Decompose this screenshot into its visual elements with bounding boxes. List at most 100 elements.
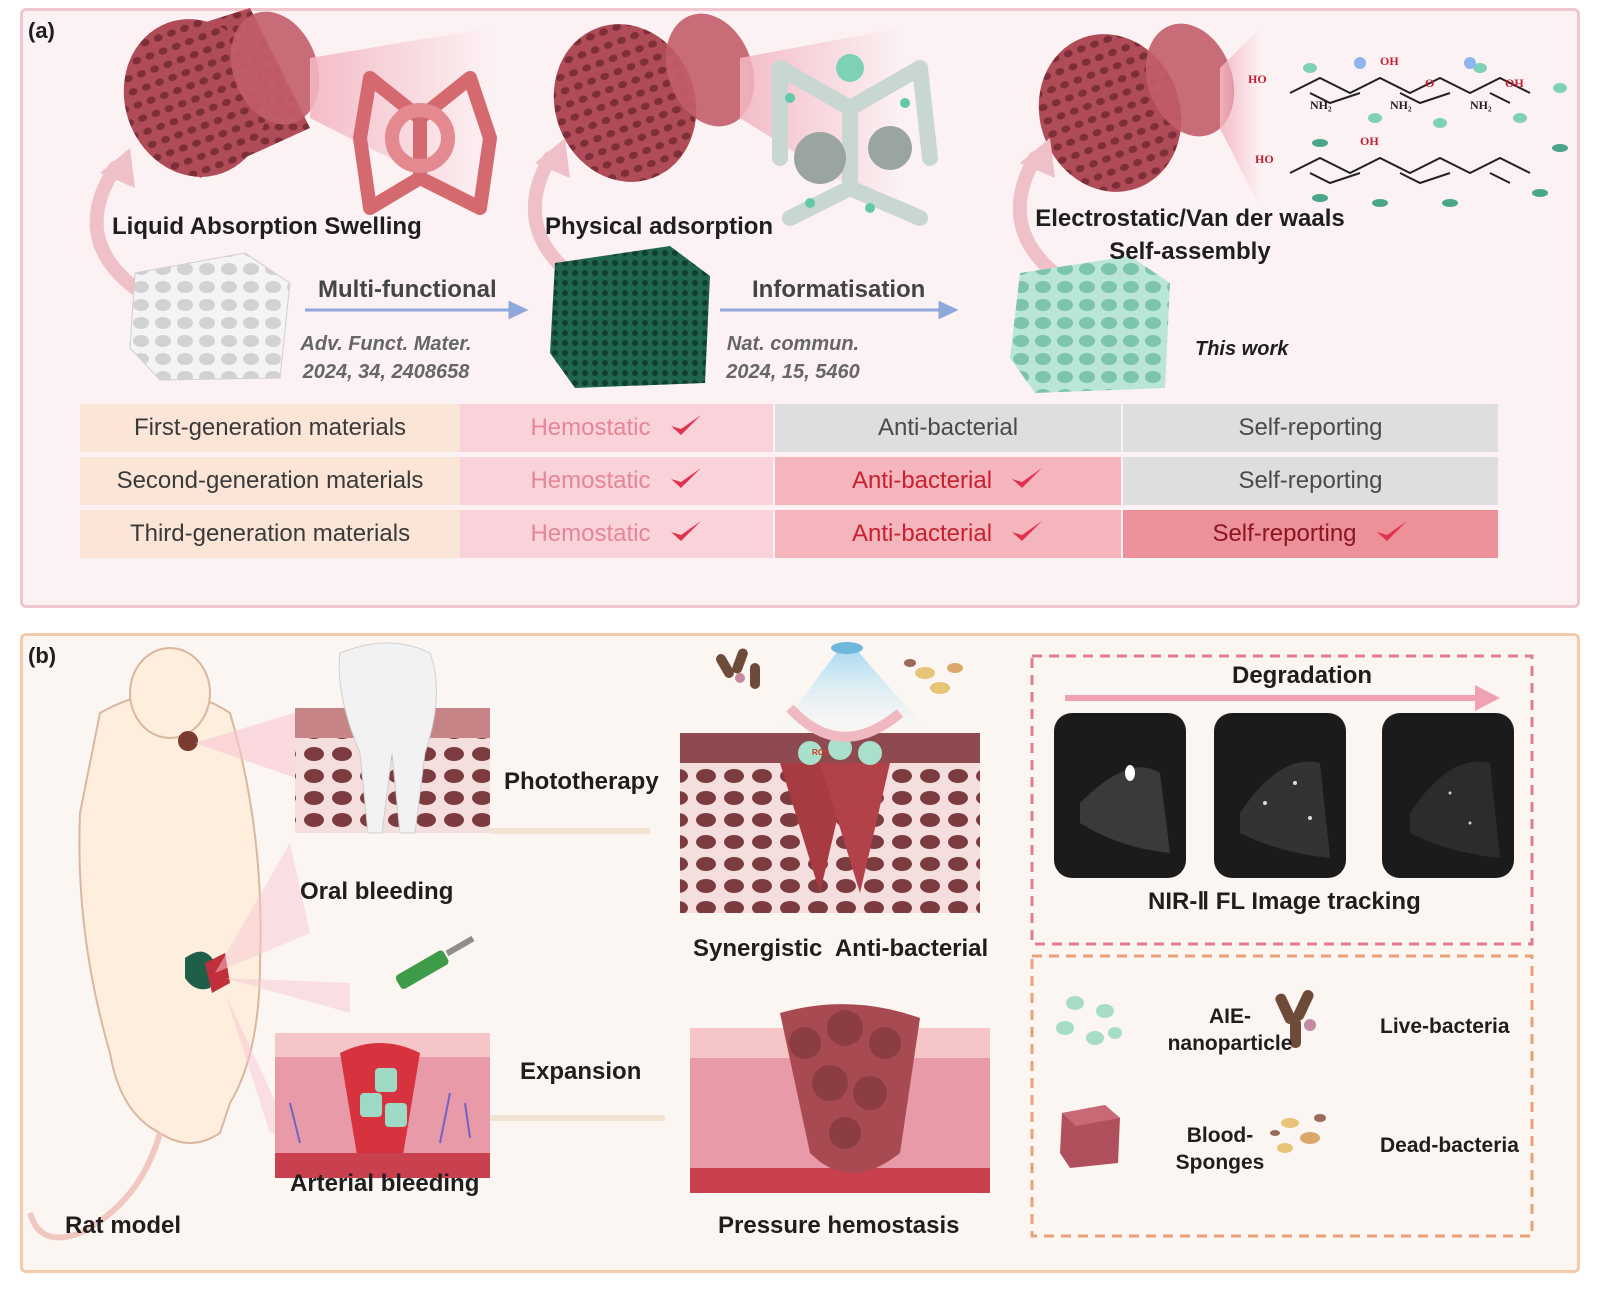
table-cell-text: Anti-bacterial (877, 414, 1019, 441)
legend-blood-sponges: Blood- Sponges (1150, 1122, 1290, 1176)
mechanism-liquid-absorption: Liquid Absorption Swelling (112, 213, 422, 240)
table-cell: Hemostatic (460, 404, 773, 452)
bacteria-kill-arrow (786, 704, 904, 742)
chem-label-oh-c: OH (1360, 134, 1379, 148)
arterial-bleeding-label: Arterial bleeding (290, 1170, 480, 1197)
checkmark-icon (669, 518, 703, 551)
table-cell-text: Self-reporting (1238, 467, 1383, 494)
nir-caption: NIR-Ⅱ FL Image tracking (1148, 888, 1421, 915)
citation-2-ref: 2024, 15, 5460 (726, 361, 860, 383)
checkmark-icon (1010, 465, 1044, 498)
table-row-label: First-generation materials (80, 404, 460, 452)
table-cell-text: Hemostatic (530, 520, 651, 547)
pressure-hemostasis-label: Pressure hemostasis (718, 1212, 960, 1239)
table-row-label: Third-generation materials (80, 510, 460, 558)
checkmark-icon (669, 412, 703, 445)
connector-line-2 (490, 1115, 665, 1121)
table-cell: Hemostatic (460, 457, 773, 505)
white-sponge-cube (129, 252, 291, 381)
mechanism-self-assembly: Self-assembly (1109, 238, 1271, 265)
citation-2-journal: Nat. commun. (726, 333, 860, 355)
mechanism-electrostatic: Electrostatic/Van der waals (1035, 205, 1345, 232)
checkmark-icon (1010, 518, 1044, 551)
table-cell: Self-reporting (1123, 404, 1498, 452)
chem-label-nh2-b: NH₂ (1390, 98, 1412, 112)
chitosan-chain-top (1289, 76, 1531, 105)
table-cell: Anti-bacterial (775, 404, 1121, 452)
table-cell: Hemostatic (460, 510, 773, 558)
oral-bleeding-label: Oral bleeding (300, 878, 454, 905)
chem-label-ho: HO (1248, 72, 1267, 86)
panel-b-label: (b) (28, 643, 57, 668)
citation-2: Nat. commun. 2024, 15, 5460 (708, 330, 878, 386)
pressure-hemostasis-block (690, 1004, 990, 1193)
blood-sponge-icon (1060, 1105, 1120, 1168)
tooth-gum-block (295, 642, 490, 834)
table-cell-text: Anti-bacterial (851, 520, 993, 547)
rat-pointer-beams (195, 708, 350, 1133)
legend-live-bacteria: Live-bacteria (1380, 1015, 1510, 1038)
live-bacteria-cluster (716, 648, 760, 689)
table-cell: Self-reporting (1123, 457, 1498, 505)
table-cell-text: Hemostatic (530, 467, 651, 494)
table-cell-text: Self-reporting (1238, 414, 1383, 441)
chem-label-nh2-a: NH₂ (1310, 98, 1332, 112)
chem-label-oh-a: OH (1380, 54, 1399, 68)
legend-dead-bacteria: Dead-bacteria (1380, 1134, 1519, 1157)
red-sponge-cylinder-3 (1038, 23, 1235, 192)
live-bacteria-icon (1275, 990, 1316, 1048)
mechanism-physical-adsorption: Physical adsorption (545, 213, 774, 240)
chem-label-o: O (1425, 76, 1435, 90)
wound-block-antibacterial (680, 733, 980, 913)
pink-network-structure (352, 71, 498, 215)
straight-arrows (305, 300, 959, 320)
citation-1-ref: 2024, 34, 2408658 (302, 361, 470, 383)
dead-bacteria-cluster (904, 659, 963, 694)
chem-label-oh-b: OH (1505, 76, 1524, 90)
syringe-icon (395, 935, 475, 989)
dead-bacteria-icon (1270, 1114, 1326, 1153)
synergistic-antibacterial-label: Synergistic Anti-bacterial (693, 935, 989, 962)
table-cell-text: Self-reporting (1212, 520, 1357, 547)
ros-label: ROS (812, 748, 830, 757)
chem-label-ho-b: HO (1255, 152, 1274, 166)
panel-a-illustrations (89, 8, 1568, 393)
degradation-label: Degradation (1232, 662, 1373, 689)
legend-blood-line2: Sponges (1175, 1151, 1265, 1174)
chain-particles (1303, 57, 1568, 207)
chem-label-nh2-c: NH₂ (1470, 98, 1492, 112)
table-row-label: Second-generation materials (80, 457, 460, 505)
this-work-label: This work (1195, 338, 1289, 360)
green-sponge-cube (550, 246, 710, 388)
rat-model-label: Rat model (65, 1212, 182, 1239)
teal-sponge-cube (1010, 256, 1170, 393)
degradation-arrow (1065, 685, 1500, 711)
light-cone (780, 642, 925, 728)
citation-1-journal: Adv. Funct. Mater. (300, 333, 472, 355)
legend-blood-line1: Blood- (1186, 1124, 1254, 1147)
aie-nanoparticle-icon (1056, 996, 1122, 1045)
connector-line-1 (490, 828, 650, 834)
expansion-label: Expansion (520, 1058, 642, 1085)
table-cell: Self-reporting (1123, 510, 1498, 558)
panel-a-label: (a) (28, 18, 55, 43)
red-sponge-cylinder-1 (123, 8, 320, 178)
table-cell: Anti-bacterial (775, 457, 1121, 505)
checkmark-icon (669, 465, 703, 498)
arterial-tissue-block (275, 1033, 490, 1178)
nir-dashed-box (1030, 654, 1534, 946)
citation-1: Adv. Funct. Mater. 2024, 34, 2408658 (286, 330, 486, 386)
rat-illustration (27, 647, 262, 1241)
legend-aie-line2: nanoparticle (1167, 1032, 1293, 1055)
chitosan-chain-bottom (1289, 156, 1531, 185)
table-cell-text: Hemostatic (530, 414, 651, 441)
legend-dashed-box (1030, 954, 1534, 1238)
panel-b-illustrations (27, 642, 1534, 1241)
legend-aie-line1: AIE- (1209, 1005, 1251, 1028)
legend-aie-nanoparticle: AIE- nanoparticle (1150, 1003, 1310, 1057)
red-sponge-cylinder-2 (553, 13, 755, 182)
table-cell-text: Anti-bacterial (851, 467, 993, 494)
grey-network-with-particles (772, 54, 938, 226)
phototherapy-label: Phototherapy (504, 768, 659, 795)
